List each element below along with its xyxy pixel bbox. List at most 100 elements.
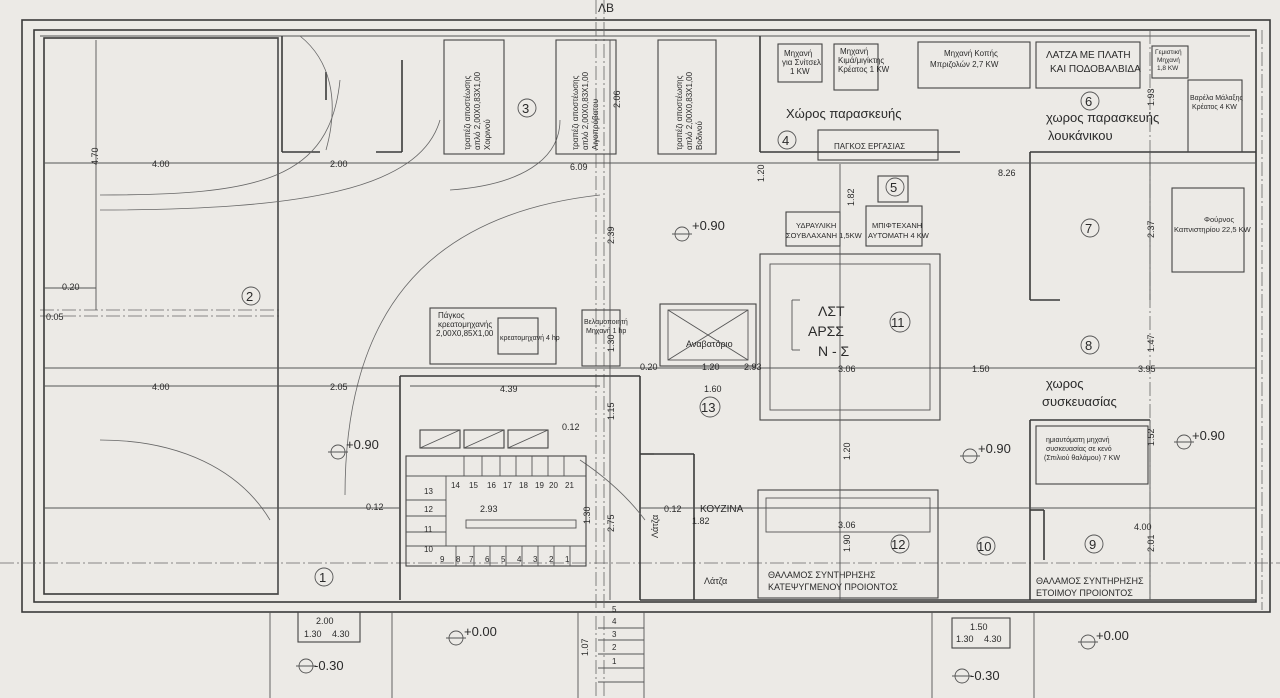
stair-step: 4 [517,555,522,564]
outer-walls [21,19,1271,613]
stair-step: 12 [424,505,433,514]
room-label: συσκευασίας [1042,394,1117,409]
room-label: λουκάνικου [1048,128,1113,143]
equipment-boxes [429,39,1245,485]
partitions [43,36,1256,601]
central-block [757,253,941,599]
stair-step: 11 [424,525,433,534]
stair-step: 1 [565,555,570,564]
stair-step: 14 [451,481,460,490]
dimension: 2.01 [1146,534,1156,552]
room-numbers: 1 2 3 4 5 6 7 8 9 10 11 12 13 [246,94,1096,585]
dimension: 2.75 [606,514,616,532]
room-number-circles [241,91,1104,587]
room-number: 5 [890,180,897,195]
dimension: 4.39 [500,384,518,394]
dimension: 0.12 [366,502,384,512]
dimension: 2.93 [480,504,498,514]
room-number: 9 [1089,537,1096,552]
dimension: 1.50 [970,622,988,632]
stair-step: 7 [469,555,474,564]
symbol-text: Ν - Σ [818,343,850,359]
dimension: 0.12 [562,422,580,432]
stair-step: 2 [612,643,617,652]
room-label: χωρος παρασκευής [1046,110,1159,125]
dimension: 1.90 [842,534,852,552]
dimension: 1.60 [704,384,722,394]
dimension: 0.12 [664,504,682,514]
room-label: ΘΑΛΑΜΟΣ ΣΥΝΤΗΡΗΣΗΣ [1036,576,1144,586]
stair-step: 6 [485,555,490,564]
room-number: 8 [1085,338,1092,353]
dimension: 1.20 [702,362,720,372]
dimension: 1.07 [580,638,590,656]
equipment-label: τραπέζι αποστέωσηςαπλό 2,00X0,83X1,00Χοι… [463,71,492,150]
dimension: 4.00 [1134,522,1152,532]
level-label: +0.00 [464,624,497,639]
equipment-label: τραπέζι αποστέωσηςαπλό 2,00X0,83X1,00Βοδ… [675,71,704,150]
dimension: 2.06 [612,90,622,108]
level-label: -0.30 [970,668,1000,683]
room-number: 1 [319,570,326,585]
dimension: 0.20 [640,362,658,372]
stairs [405,429,587,567]
dimension: 0.05 [46,312,64,322]
equipment-label: κρεατομηχανή 4 hp [500,335,560,342]
stair-step: 5 [501,555,506,564]
stair-step: 9 [440,555,445,564]
dimension: 4.00 [152,382,170,392]
dimension: 2.37 [1146,220,1156,238]
stair-step: 17 [503,481,512,490]
stair-step: 19 [535,481,544,490]
elevator [659,303,757,367]
dimension: 3.06 [838,364,856,374]
room-label: Χώρος παρασκευής [786,106,901,121]
dimension: 2.05 [330,382,348,392]
stair-step: 3 [612,630,617,639]
stair-step: 16 [487,481,496,490]
dimension: 1.52 [1146,428,1156,446]
dimension: 1.30 [606,334,616,352]
dimension: 6.09 [570,162,588,172]
dimension: 4.30 [332,629,350,639]
room-number: 7 [1085,221,1092,236]
dimension: 1.93 [1146,88,1156,106]
stair-step: 10 [424,545,433,554]
room-label: ΕΤΟΙΜΟΥ ΠΡΟΙΟΝΤΟΣ [1036,588,1133,598]
room-label: ΘΑΛΑΜΟΣ ΣΥΝΤΗΡΗΣΗΣ [768,570,876,580]
room-label: Λάτζα [650,515,660,538]
dimension: 1.20 [842,442,852,460]
level-label: +0.90 [692,218,725,233]
dimension-lines [44,40,1256,600]
room-number: 6 [1085,94,1092,109]
stair-step: 5 [612,605,617,614]
room-number: 2 [246,289,253,304]
dimension: 1.20 [756,164,766,182]
level-label: +0.90 [1192,428,1225,443]
level-marker-shapes [296,226,1194,684]
stair-step: 8 [456,555,461,564]
room-number: 11 [891,315,905,330]
dimension: 3.95 [1138,364,1156,374]
level-label: -0.30 [314,658,344,673]
level-label: +0.00 [1096,628,1129,643]
dimension: 4.00 [152,159,170,169]
dimension: 2.00 [330,159,348,169]
equipment-label: τραπέζι αποστέωσηςαπλό 2,00X0,83X1,00Αιγ… [571,71,600,150]
dimension: 1.50 [972,364,990,374]
stair-step: 15 [469,481,478,490]
level-label: +0.90 [978,441,1011,456]
axis-mark: ΛΒ [598,1,614,15]
